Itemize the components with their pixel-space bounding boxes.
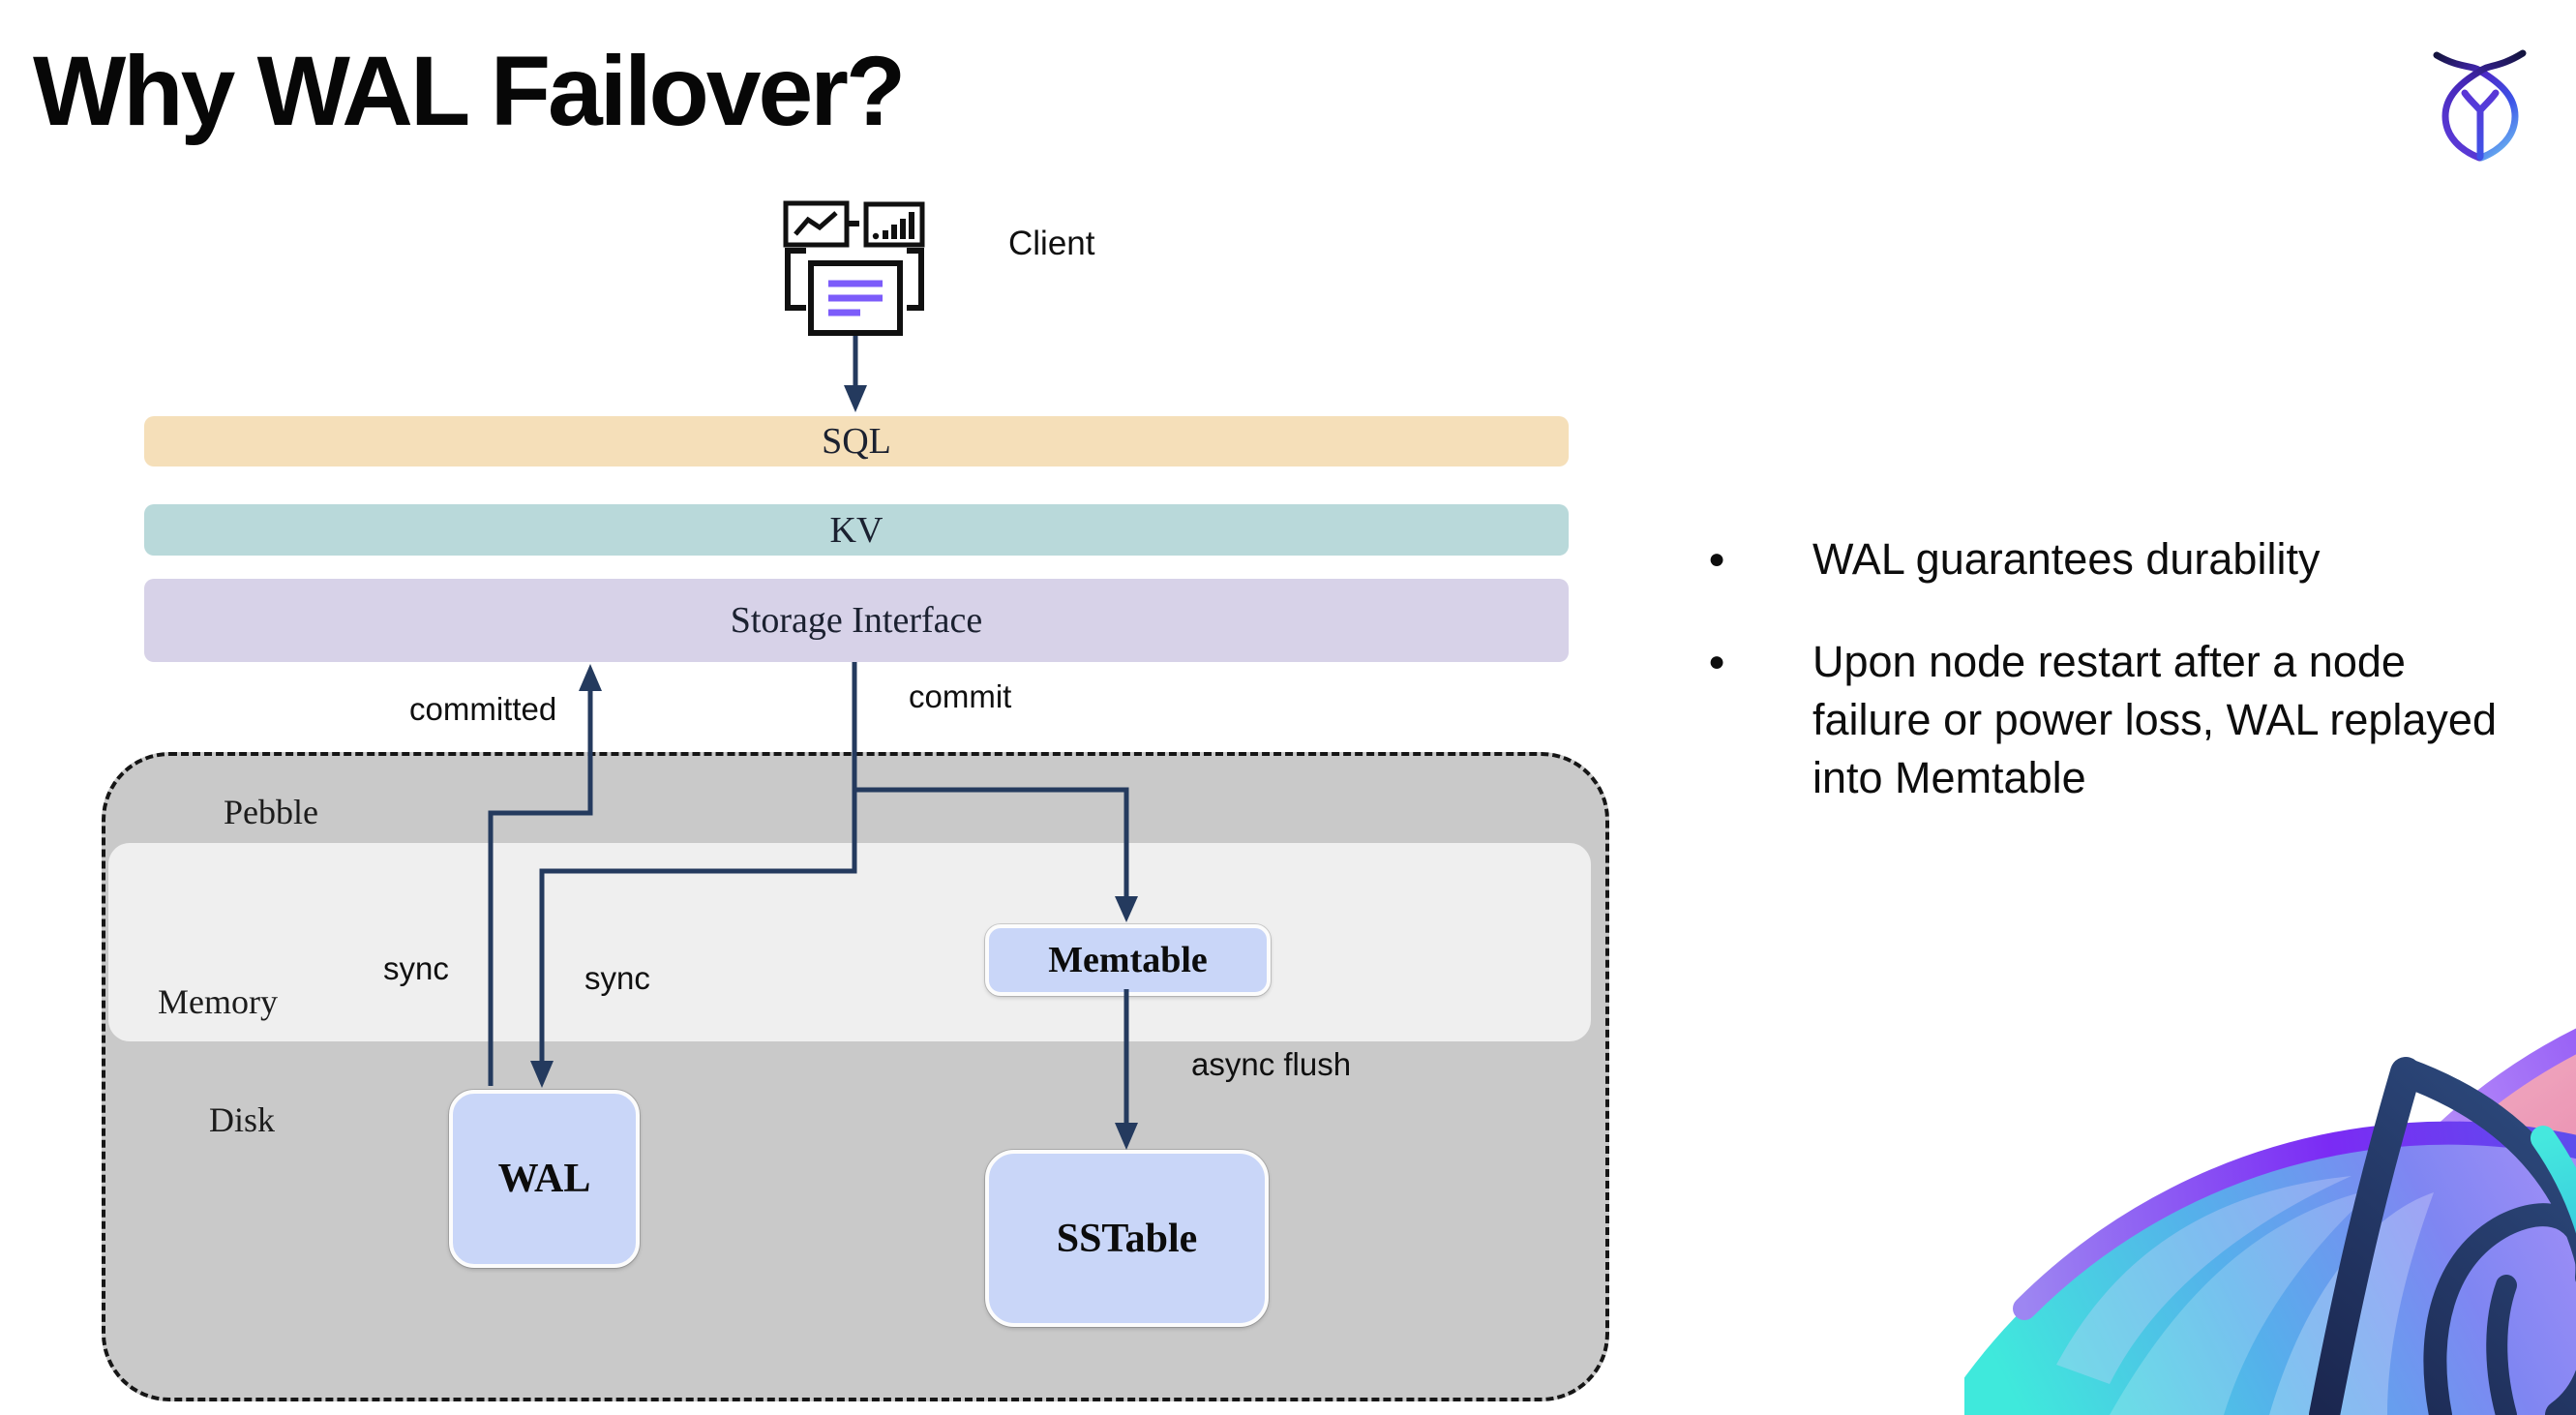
edge-label-async-flush: async flush <box>1191 1046 1352 1082</box>
art-pink-highlight <box>2381 1051 2576 1307</box>
disk-label: Disk <box>209 1100 276 1139</box>
memory-band <box>108 843 1591 1041</box>
art-pink-sphere <box>2277 1040 2576 1415</box>
memory-label: Memory <box>158 982 278 1021</box>
arrowhead-down <box>844 385 867 412</box>
bullet-text: Upon node restart after a node failure o… <box>1812 637 2497 802</box>
art-blue-petal <box>2110 1189 2376 1415</box>
edge-label-committed: committed <box>409 691 557 727</box>
wal-box: WAL <box>449 1090 640 1268</box>
art-navy-curve <box>2391 1058 2576 1415</box>
bullet-list: ● WAL guarantees durability ● Upon node … <box>1708 530 2540 852</box>
bracket-left-icon <box>785 248 806 311</box>
arrowhead-up <box>579 664 602 691</box>
layer-bar-storage: Storage Interface <box>144 579 1569 662</box>
line-chart-icon <box>794 211 838 236</box>
art-blue-petal <box>2269 1192 2434 1415</box>
bullet-text: WAL guarantees durability <box>1812 534 2321 584</box>
layer-label-kv: KV <box>829 509 884 551</box>
wal-label: WAL <box>497 1157 591 1201</box>
layer-label-sql: SQL <box>822 421 891 462</box>
layer-label-storage: Storage Interface <box>730 600 983 641</box>
art-navy-curve <box>2309 1057 2421 1415</box>
edge-label-sync-right: sync <box>584 960 650 996</box>
art-navy-stem <box>2486 1275 2517 1415</box>
brand-corner-art <box>1964 1028 2576 1415</box>
sstable-label: SSTable <box>1056 1216 1198 1261</box>
bullet-dot-icon: ● <box>1708 543 1726 575</box>
sstable-box: SSTable <box>985 1150 1269 1327</box>
memtable-label: Memtable <box>1048 940 1208 980</box>
art-purple-arc-blue <box>2013 1121 2576 1320</box>
layer-bar-sql: SQL <box>144 416 1569 467</box>
bullet-item: ● Upon node restart after a node failure… <box>1708 633 2540 807</box>
bullet-dot-icon: ● <box>1708 646 1726 677</box>
cockroachdb-logo-icon <box>2433 49 2527 162</box>
art-teal-arc <box>2531 1126 2576 1234</box>
art-navy-leaf <box>2423 1203 2576 1415</box>
document-icon <box>808 260 903 336</box>
layer-bar-kv: KV <box>144 504 1569 556</box>
client-label: Client <box>1008 225 1095 262</box>
bullet-item: ● WAL guarantees durability <box>1708 530 2540 588</box>
edge-label-sync-left: sync <box>383 950 449 986</box>
pebble-label: Pebble <box>224 793 318 831</box>
bracket-right-icon <box>907 248 924 311</box>
document-lines-icon <box>828 280 883 316</box>
dash-icon <box>849 221 859 226</box>
bar-chart-icon <box>872 212 914 240</box>
edge-label-commit: commit <box>909 678 1012 714</box>
client-icon <box>783 200 925 336</box>
art-blue-sphere <box>1964 1132 2576 1415</box>
memtable-box: Memtable <box>985 924 1271 996</box>
art-blue-petal <box>2056 1176 2351 1384</box>
page-title: Why WAL Failover? <box>33 36 906 146</box>
art-violet-arc-pink <box>2418 1028 2576 1159</box>
